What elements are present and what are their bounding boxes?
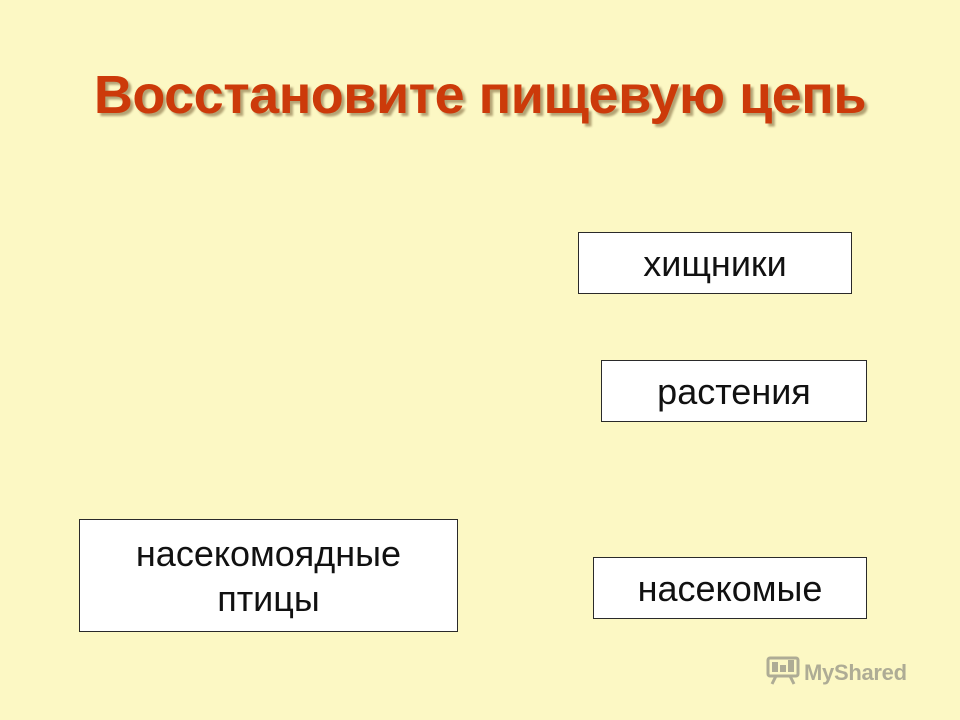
- card-predators-label: хищники: [643, 242, 787, 284]
- card-plants[interactable]: растения: [601, 360, 867, 422]
- card-insects-label: насекомые: [637, 567, 823, 609]
- presentation-board-icon: [766, 655, 800, 690]
- card-birds-label-line1: насекомоядные: [135, 532, 402, 574]
- watermark: MyShared: [766, 655, 907, 690]
- card-insectivorous-birds[interactable]: насекомоядные птицы: [79, 519, 458, 632]
- card-predators[interactable]: хищники: [578, 232, 852, 294]
- slide-title: Восстановите пищевую цепь: [93, 65, 867, 125]
- card-birds-label-line2: птицы: [217, 577, 320, 619]
- card-insects[interactable]: насекомые: [593, 557, 867, 619]
- watermark-text: MyShared: [804, 659, 907, 685]
- card-plants-label: растения: [657, 370, 811, 412]
